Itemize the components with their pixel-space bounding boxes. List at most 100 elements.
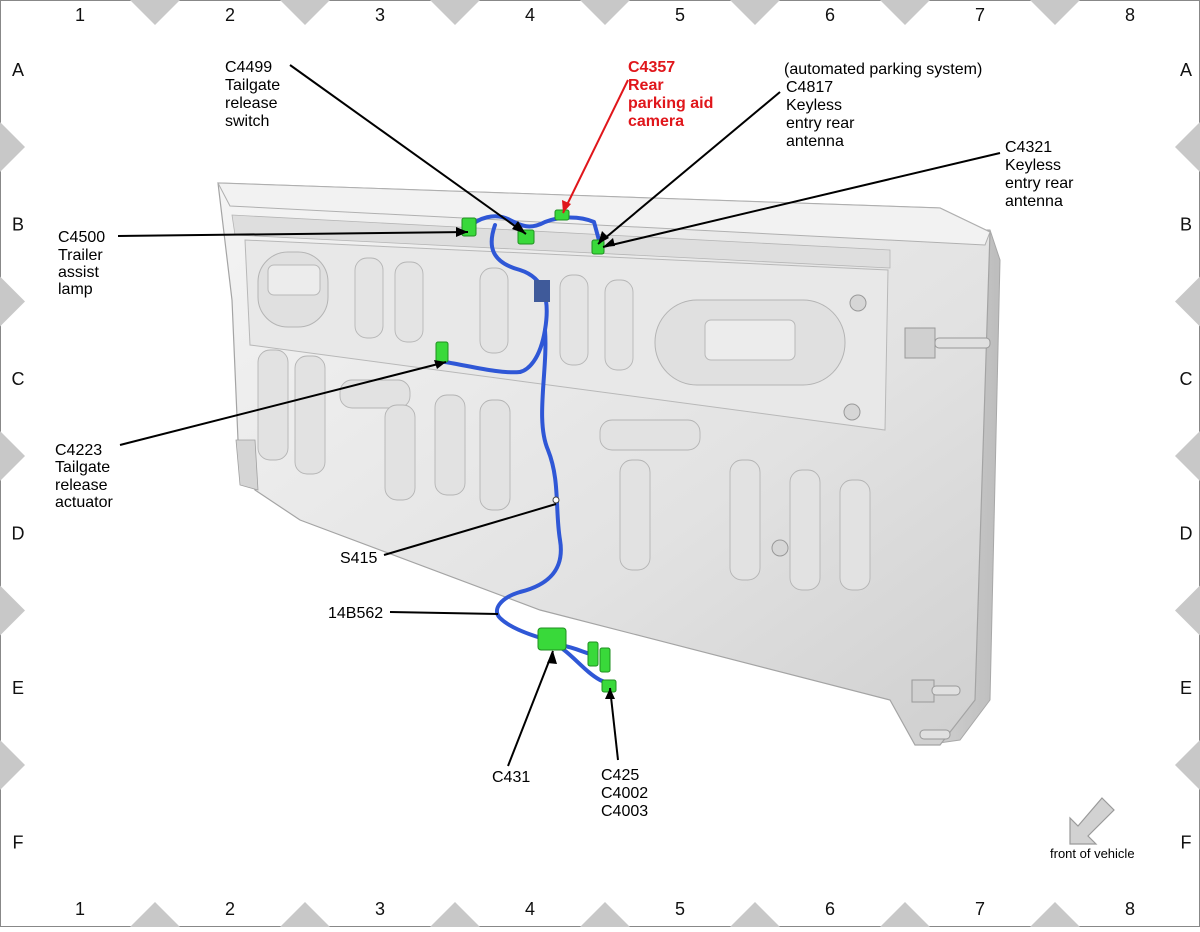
connector-c4223 (435, 341, 449, 363)
top-border-marker (580, 0, 630, 25)
grid-column-label-top: 4 (525, 5, 535, 25)
c4321-line-3: antenna (1005, 193, 1063, 210)
grid-row-label-left: B (12, 215, 24, 235)
grid-row-label-left: A (12, 60, 24, 80)
c4817-code: C4817 (786, 79, 833, 96)
grid-column-label-top: 1 (75, 5, 85, 25)
c4357-code: C4357 (628, 59, 675, 76)
leader-c4321 (602, 152, 1001, 248)
left-border-marker (0, 740, 25, 790)
arrowhead-c4357 (562, 200, 571, 213)
left-border-marker (0, 585, 25, 636)
callout-c4223[interactable]: C4223 Tailgate release actuator (55, 442, 113, 511)
c4357-line-2: parking aid (628, 95, 713, 112)
c4500-line-1: Trailer (58, 247, 103, 264)
c4500-line-3: lamp (58, 281, 93, 298)
grid-row-label-right: C (1180, 369, 1193, 389)
leader-14b562 (389, 611, 499, 615)
c4002-label: C4002 (601, 785, 648, 802)
leader-c425-group (609, 687, 619, 761)
grid-column-label-bottom: 4 (525, 899, 535, 919)
grid-row-label-right: E (1180, 678, 1192, 698)
arrowheads (434, 221, 615, 699)
c4499-line-3: switch (225, 113, 269, 130)
c4223-code: C4223 (55, 442, 102, 459)
grid-column-label-bottom: 7 (975, 899, 985, 919)
callout-c431[interactable]: C431 (492, 769, 530, 786)
top-border-marker (880, 0, 930, 25)
front-of-vehicle-label: front of vehicle (1050, 846, 1135, 861)
c4223-line-3: actuator (55, 494, 113, 511)
grid-row-label-left: D (12, 524, 25, 544)
callout-c4357[interactable]: C4357 Rear parking aid camera (628, 59, 713, 130)
grid-column-label-bottom: 8 (1125, 899, 1135, 919)
leader-c4500 (117, 231, 469, 237)
left-border-marker (0, 122, 25, 172)
leader-c4817 (597, 91, 781, 245)
tailgate-illustration (217, 182, 1001, 746)
grid-column-label-bottom: 5 (675, 899, 685, 919)
bottom-border-marker (280, 902, 330, 932)
callout-c4500[interactable]: C4500 Trailer assist lamp (58, 229, 105, 298)
c4357-line-3: camera (628, 113, 684, 130)
grid-row-label-left: E (12, 678, 24, 698)
left-border-marker (0, 431, 25, 481)
c4500-code: C4500 (58, 229, 105, 246)
grid-column-label-top: 7 (975, 5, 985, 25)
c4223-line-1: Tailgate (55, 459, 110, 476)
bottom-border-marker (130, 902, 180, 932)
c4357-line-1: Rear (628, 77, 664, 94)
grid-column-label-bottom: 2 (225, 899, 235, 919)
callout-c4817[interactable]: (automated parking system) C4817 Keyless… (784, 61, 982, 150)
right-border-marker (1175, 276, 1200, 327)
grid-column-label-bottom: 6 (825, 899, 835, 919)
grid-column-label-top: 6 (825, 5, 835, 25)
callout-c4499[interactable]: C4499 Tailgate release switch (225, 59, 280, 130)
orientation-indicator: front of vehicle (1050, 797, 1135, 861)
grid-column-label-top: 8 (1125, 5, 1135, 25)
grid-column-label-top: 3 (375, 5, 385, 25)
connector-c4499 (517, 229, 535, 245)
callout-c425-group[interactable]: C425 C4002 C4003 (601, 767, 648, 820)
grid-column-label-top: 2 (225, 5, 235, 25)
callout-14b562[interactable]: 14B562 (328, 605, 383, 622)
bottom-border-marker (730, 902, 780, 932)
top-border-marker (130, 0, 180, 25)
c4817-note: (automated parking system) (784, 61, 982, 78)
leader-c4223 (119, 361, 447, 446)
bottom-border-marker (880, 902, 930, 932)
leader-s415 (383, 503, 557, 556)
c4817-line-3: antenna (786, 133, 844, 150)
c4500-line-2: assist (58, 264, 99, 281)
leader-c4499 (289, 64, 527, 235)
bottom-border-marker (1030, 902, 1080, 932)
c4499-line-2: release (225, 95, 278, 112)
c4817-line-2: entry rear (786, 115, 855, 132)
leader-c4357 (562, 79, 629, 214)
grid-column-label-top: 5 (675, 5, 685, 25)
connector-c4817 (591, 239, 605, 255)
splice-s415-point (552, 496, 560, 504)
c4499-line-1: Tailgate (225, 77, 280, 94)
top-border-marker (1030, 0, 1080, 25)
grid-row-label-right: A (1180, 60, 1192, 80)
callout-s415[interactable]: S415 (340, 550, 377, 567)
c4223-line-2: release (55, 477, 108, 494)
c4321-line-2: entry rear (1005, 175, 1074, 192)
c425-label: C425 (601, 767, 639, 784)
harness-clip (534, 280, 550, 302)
right-border-marker (1175, 585, 1200, 636)
grid-row-label-right: D (1180, 524, 1193, 544)
bottom-border-marker (580, 902, 630, 932)
right-border-marker (1175, 431, 1200, 481)
leader-c431 (507, 650, 554, 767)
callout-c4321[interactable]: C4321 Keyless entry rear antenna (1005, 139, 1074, 210)
bottom-border-marker (430, 902, 480, 932)
c4817-line-1: Keyless (786, 97, 842, 114)
top-border-marker (430, 0, 480, 25)
connector-c431 (537, 627, 567, 651)
